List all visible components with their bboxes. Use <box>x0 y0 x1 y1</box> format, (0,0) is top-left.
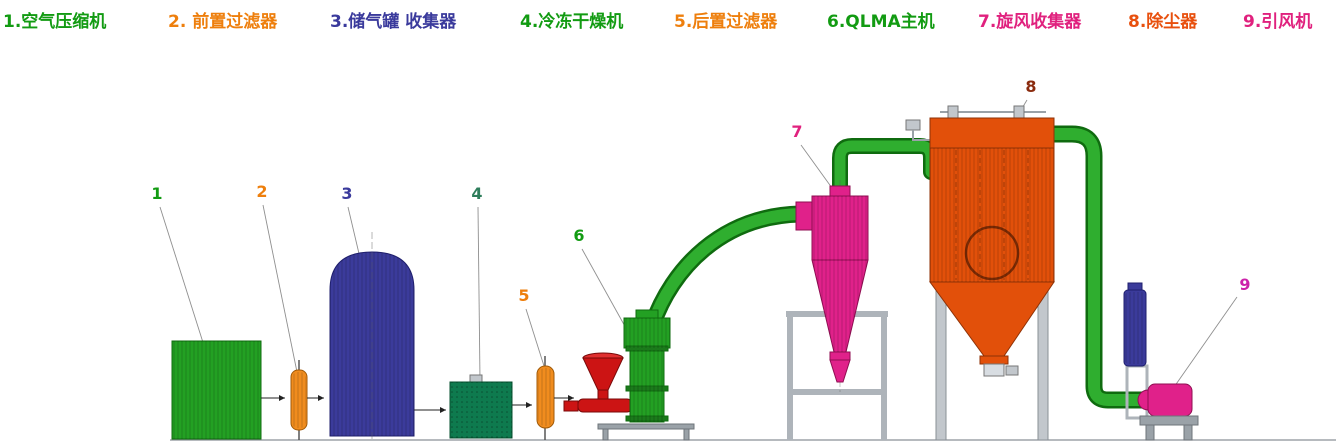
mill-base-leg-right <box>683 428 690 441</box>
leader-lines <box>159 99 1238 391</box>
fan-casing <box>1147 383 1193 417</box>
feed-hopper-cone <box>582 357 624 391</box>
post-filter <box>536 356 555 440</box>
legend-item-air-compressor: 1.空气压缩机 <box>3 11 106 32</box>
legend-item-cyclone: 7.旋风收集器 <box>978 11 1082 32</box>
leader-line-9 <box>1171 296 1238 391</box>
legend: 1.空气压缩机 2. 前置过滤器 3.储气罐 收集器 4.冷冻干燥机 5.后置过… <box>3 11 1312 32</box>
callout-9: 9 <box>1239 275 1250 294</box>
legend-item-dust-collector: 8.除尘器 <box>1128 11 1198 32</box>
freeze-dryer-texture <box>450 382 512 438</box>
leader-line-2 <box>262 204 298 373</box>
callout-1: 1 <box>151 184 162 203</box>
dust-collector <box>905 105 1055 441</box>
collector-rotary-valve <box>983 363 1005 377</box>
qlma-mill <box>563 309 695 441</box>
pre-filter <box>290 360 308 440</box>
callout-7: 7 <box>791 122 802 141</box>
cyclone-top-cap <box>829 185 851 197</box>
cyclone-collector <box>786 180 888 440</box>
cyclone-discharge-cone <box>829 359 851 383</box>
collector-top-fitting-left <box>947 105 959 119</box>
silencer-texture <box>1125 292 1145 364</box>
collector-outlet-flange <box>979 355 1009 365</box>
mill-base-platform <box>597 423 695 430</box>
callout-2: 2 <box>256 182 267 201</box>
callout-3: 3 <box>341 184 352 203</box>
collector-body-texture <box>930 148 1054 282</box>
pipe-mill-to-cyclone <box>646 208 806 332</box>
collector-header <box>929 117 1055 149</box>
leader-line-5 <box>525 308 545 367</box>
fan-foot-right <box>1183 424 1193 441</box>
pipe-cyclone-to-collector-outline <box>832 138 939 196</box>
air-compressor-texture <box>172 341 261 439</box>
legend-item-freeze-dryer: 4.冷冻干燥机 <box>520 11 623 32</box>
callout-numbers: 1 2 3 4 5 6 7 8 9 <box>151 77 1250 305</box>
collector-leg-left <box>935 279 947 441</box>
cyclone-bottom-flange <box>829 351 851 361</box>
callout-8: 8 <box>1025 77 1036 96</box>
leader-line-6 <box>581 248 628 331</box>
fan-assembly <box>1123 282 1199 441</box>
legend-item-draft-fan: 9.引风机 <box>1243 11 1312 32</box>
legend-item-pre-filter: 2. 前置过滤器 <box>168 11 278 32</box>
callout-4: 4 <box>471 184 482 203</box>
leader-line-4 <box>477 206 481 381</box>
callout-5: 5 <box>518 286 529 305</box>
mill-column-texture <box>630 350 664 422</box>
freeze-dryer <box>449 374 513 439</box>
leader-line-7 <box>800 144 833 189</box>
screw-feeder-motor <box>563 400 579 412</box>
callout-6: 6 <box>573 226 584 245</box>
pipework <box>643 125 1157 409</box>
fan-base <box>1139 415 1199 426</box>
post-filter-texture <box>538 368 553 426</box>
mill-classifier-texture <box>624 318 670 348</box>
collector-valve-motor <box>1005 365 1019 376</box>
collector-pulse-valve <box>905 119 921 131</box>
legend-item-qlma-host: 6.QLMA主机 <box>827 11 935 32</box>
air-storage-tank <box>329 232 415 442</box>
mill-base-leg-left <box>602 428 609 441</box>
legend-item-air-tank: 3.储气罐 收集器 <box>330 11 457 32</box>
collector-top-fitting-right <box>1013 105 1025 119</box>
screw-feeder-body <box>577 398 633 413</box>
cyclone-cone-texture <box>812 260 868 352</box>
pipe-collector-to-fan <box>1044 128 1154 406</box>
air-compressor <box>171 340 262 440</box>
cyclone-barrel-texture <box>812 196 868 260</box>
pre-filter-texture <box>292 372 306 428</box>
cyclone-inlet <box>795 201 815 231</box>
collector-pulse-line <box>912 130 930 141</box>
fan-foot-left <box>1145 424 1155 441</box>
legend-item-post-filter: 5.后置过滤器 <box>674 11 778 32</box>
collector-cone <box>929 281 1055 357</box>
